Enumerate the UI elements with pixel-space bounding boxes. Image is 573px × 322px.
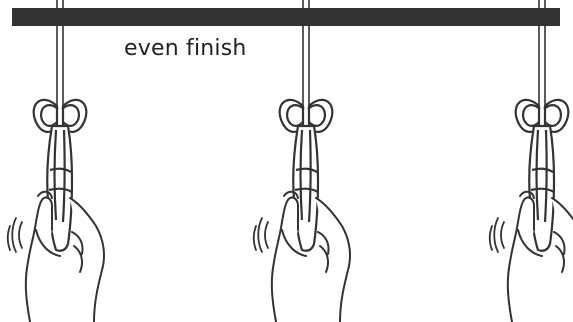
top-bar <box>12 8 560 26</box>
caption-text: even finish <box>124 38 247 60</box>
step-2 <box>254 0 350 322</box>
step-1 <box>8 0 104 322</box>
step-3 <box>490 0 573 322</box>
